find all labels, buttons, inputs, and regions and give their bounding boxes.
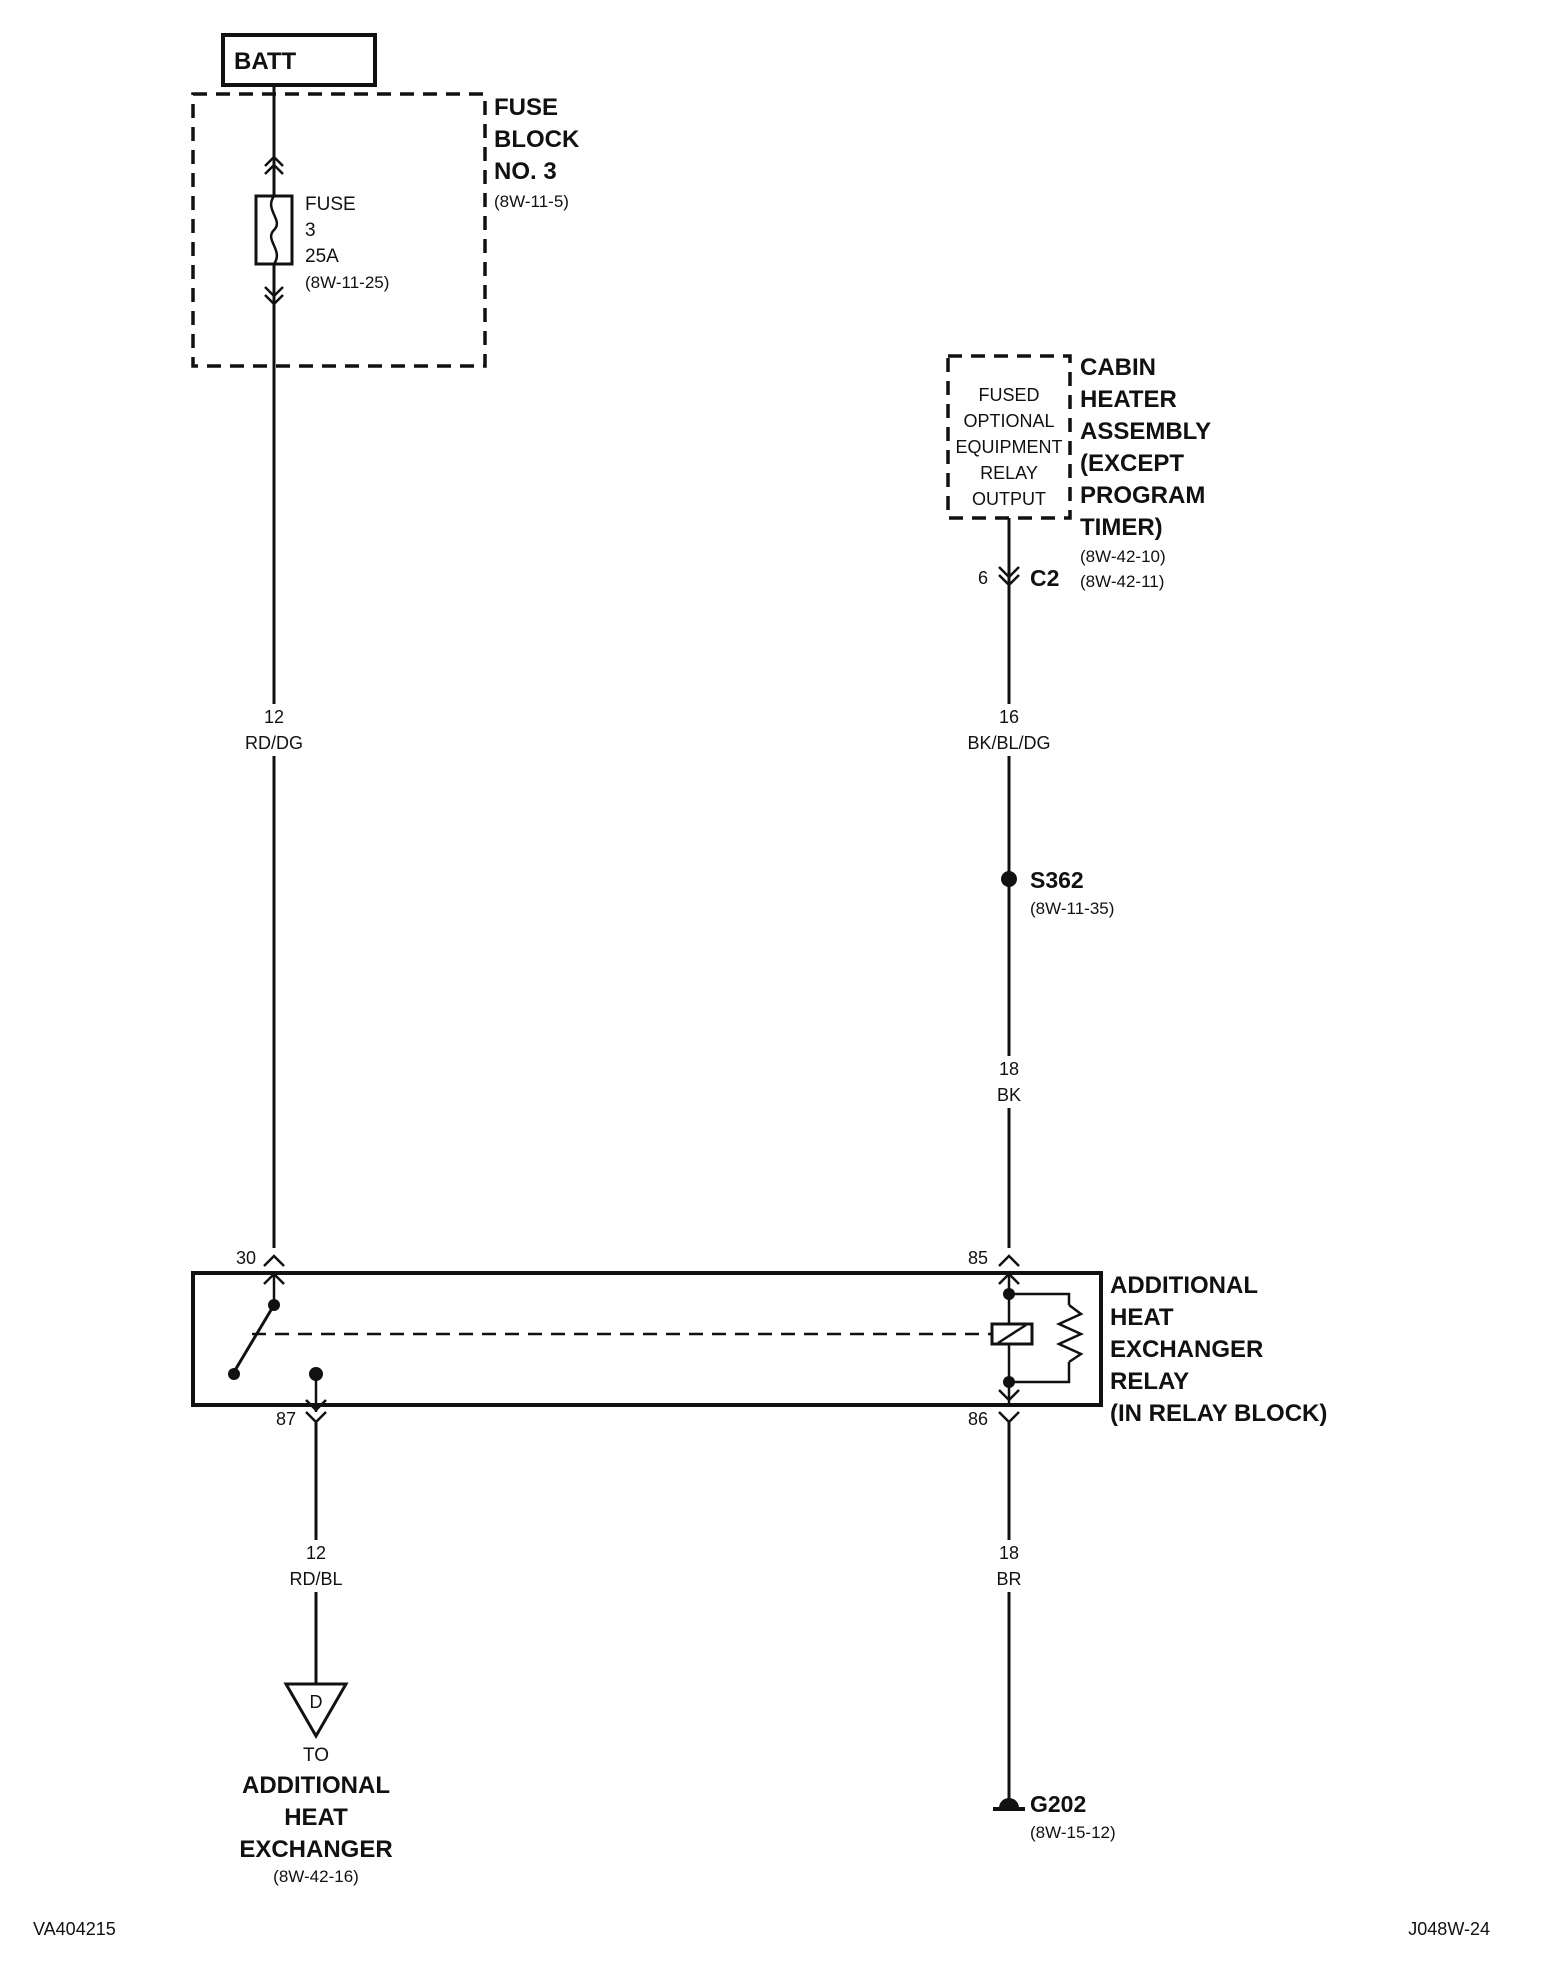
cabin-title-4: (EXCEPT	[1080, 450, 1184, 477]
destination-ref: (8W-42-16)	[273, 1867, 359, 1886]
cabin-box-line-2: OPTIONAL	[963, 411, 1054, 431]
footer-right-code: J048W-24	[1408, 1919, 1490, 1939]
suppression-resistor-icon	[1055, 1304, 1085, 1364]
fuse-block-ref: (8W-11-5)	[494, 192, 569, 211]
wire-right-lower-gauge: 18	[999, 1543, 1019, 1563]
relay-title-1: ADDITIONAL	[1110, 1272, 1258, 1299]
ground-ref: (8W-15-12)	[1030, 1823, 1116, 1842]
fuse-label-2: 3	[305, 220, 316, 241]
batt-label: BATT	[234, 48, 297, 75]
pin-85-label: 85	[968, 1248, 988, 1268]
pin-85-terminal	[998, 1254, 1020, 1267]
relay-title-3: EXCHANGER	[1110, 1336, 1263, 1363]
pin-87-terminal	[305, 1411, 327, 1424]
switch-arm	[232, 1304, 276, 1373]
wire-left-upper-gauge: 12	[264, 707, 284, 727]
destination-name-2: HEAT	[284, 1804, 348, 1831]
wire-right-middle-color: BK	[997, 1085, 1021, 1105]
fuse-label-1: FUSE	[305, 194, 356, 215]
cabin-box-line-1: FUSED	[978, 385, 1039, 405]
fuse-block-title-1: FUSE	[494, 94, 558, 121]
fuse-female-terminal	[264, 286, 284, 298]
splice-dot	[1001, 871, 1017, 887]
c2-connector: C2	[1030, 565, 1059, 591]
relay-title-2: HEAT	[1110, 1304, 1174, 1331]
relay-title-4: RELAY	[1110, 1368, 1189, 1395]
batt-box	[221, 33, 377, 87]
destination-name-1: ADDITIONAL	[242, 1772, 390, 1799]
relay-box	[191, 1271, 1103, 1407]
footer-left-code: VA404215	[33, 1919, 116, 1939]
cabin-ref-2: (8W-42-11)	[1080, 572, 1164, 591]
pin-86-terminal	[998, 1411, 1020, 1424]
cabin-ref-1: (8W-42-10)	[1080, 547, 1166, 566]
fuse-block-title-2: BLOCK	[494, 126, 580, 153]
cabin-title-6: TIMER)	[1080, 514, 1163, 541]
cabin-box-line-5: OUTPUT	[972, 489, 1046, 509]
fuse-male-terminal	[264, 155, 284, 167]
c2-terminal	[998, 566, 1020, 579]
pin-87-label: 87	[276, 1409, 296, 1429]
wire-left-upper-color: RD/DG	[245, 733, 303, 753]
destination-triangle-icon	[283, 1682, 349, 1740]
fuse-block-title-3: NO. 3	[494, 158, 557, 185]
ground-icon	[999, 1798, 1019, 1808]
wire-left-lower-gauge: 12	[306, 1543, 326, 1563]
wire-right-upper-color: BK/BL/DG	[967, 733, 1050, 753]
splice-label: S362	[1030, 867, 1084, 893]
wire-right-lower-color: BR	[996, 1569, 1021, 1589]
wire-right-upper-gauge: 16	[999, 707, 1019, 727]
cabin-box-line-4: RELAY	[980, 463, 1038, 483]
ground-label: G202	[1030, 1791, 1086, 1817]
splice-ref: (8W-11-35)	[1030, 899, 1114, 918]
destination-symbol: D	[310, 1692, 323, 1712]
c2-pin: 6	[978, 568, 988, 588]
pin-30-label: 30	[236, 1248, 256, 1268]
fuse-label-4: (8W-11-25)	[305, 273, 389, 292]
pin-30-terminal	[263, 1254, 285, 1267]
destination-to: TO	[303, 1745, 329, 1766]
cabin-title-1: CABIN	[1080, 354, 1156, 381]
fuse-label-3: 25A	[305, 246, 339, 267]
cabin-title-3: ASSEMBLY	[1080, 418, 1211, 445]
relay-title-5: (IN RELAY BLOCK)	[1110, 1400, 1327, 1427]
wire-left-lower-color: RD/BL	[289, 1569, 342, 1589]
switch-nc-contact	[228, 1368, 240, 1380]
wire-right-middle-gauge: 18	[999, 1059, 1019, 1079]
cabin-title-5: PROGRAM	[1080, 482, 1205, 509]
pin-86-label: 86	[968, 1409, 988, 1429]
destination-name-3: EXCHANGER	[239, 1836, 392, 1863]
cabin-box-line-3: EQUIPMENT	[955, 437, 1062, 457]
fuse-block-outline	[191, 92, 487, 368]
cabin-title-2: HEATER	[1080, 386, 1177, 413]
